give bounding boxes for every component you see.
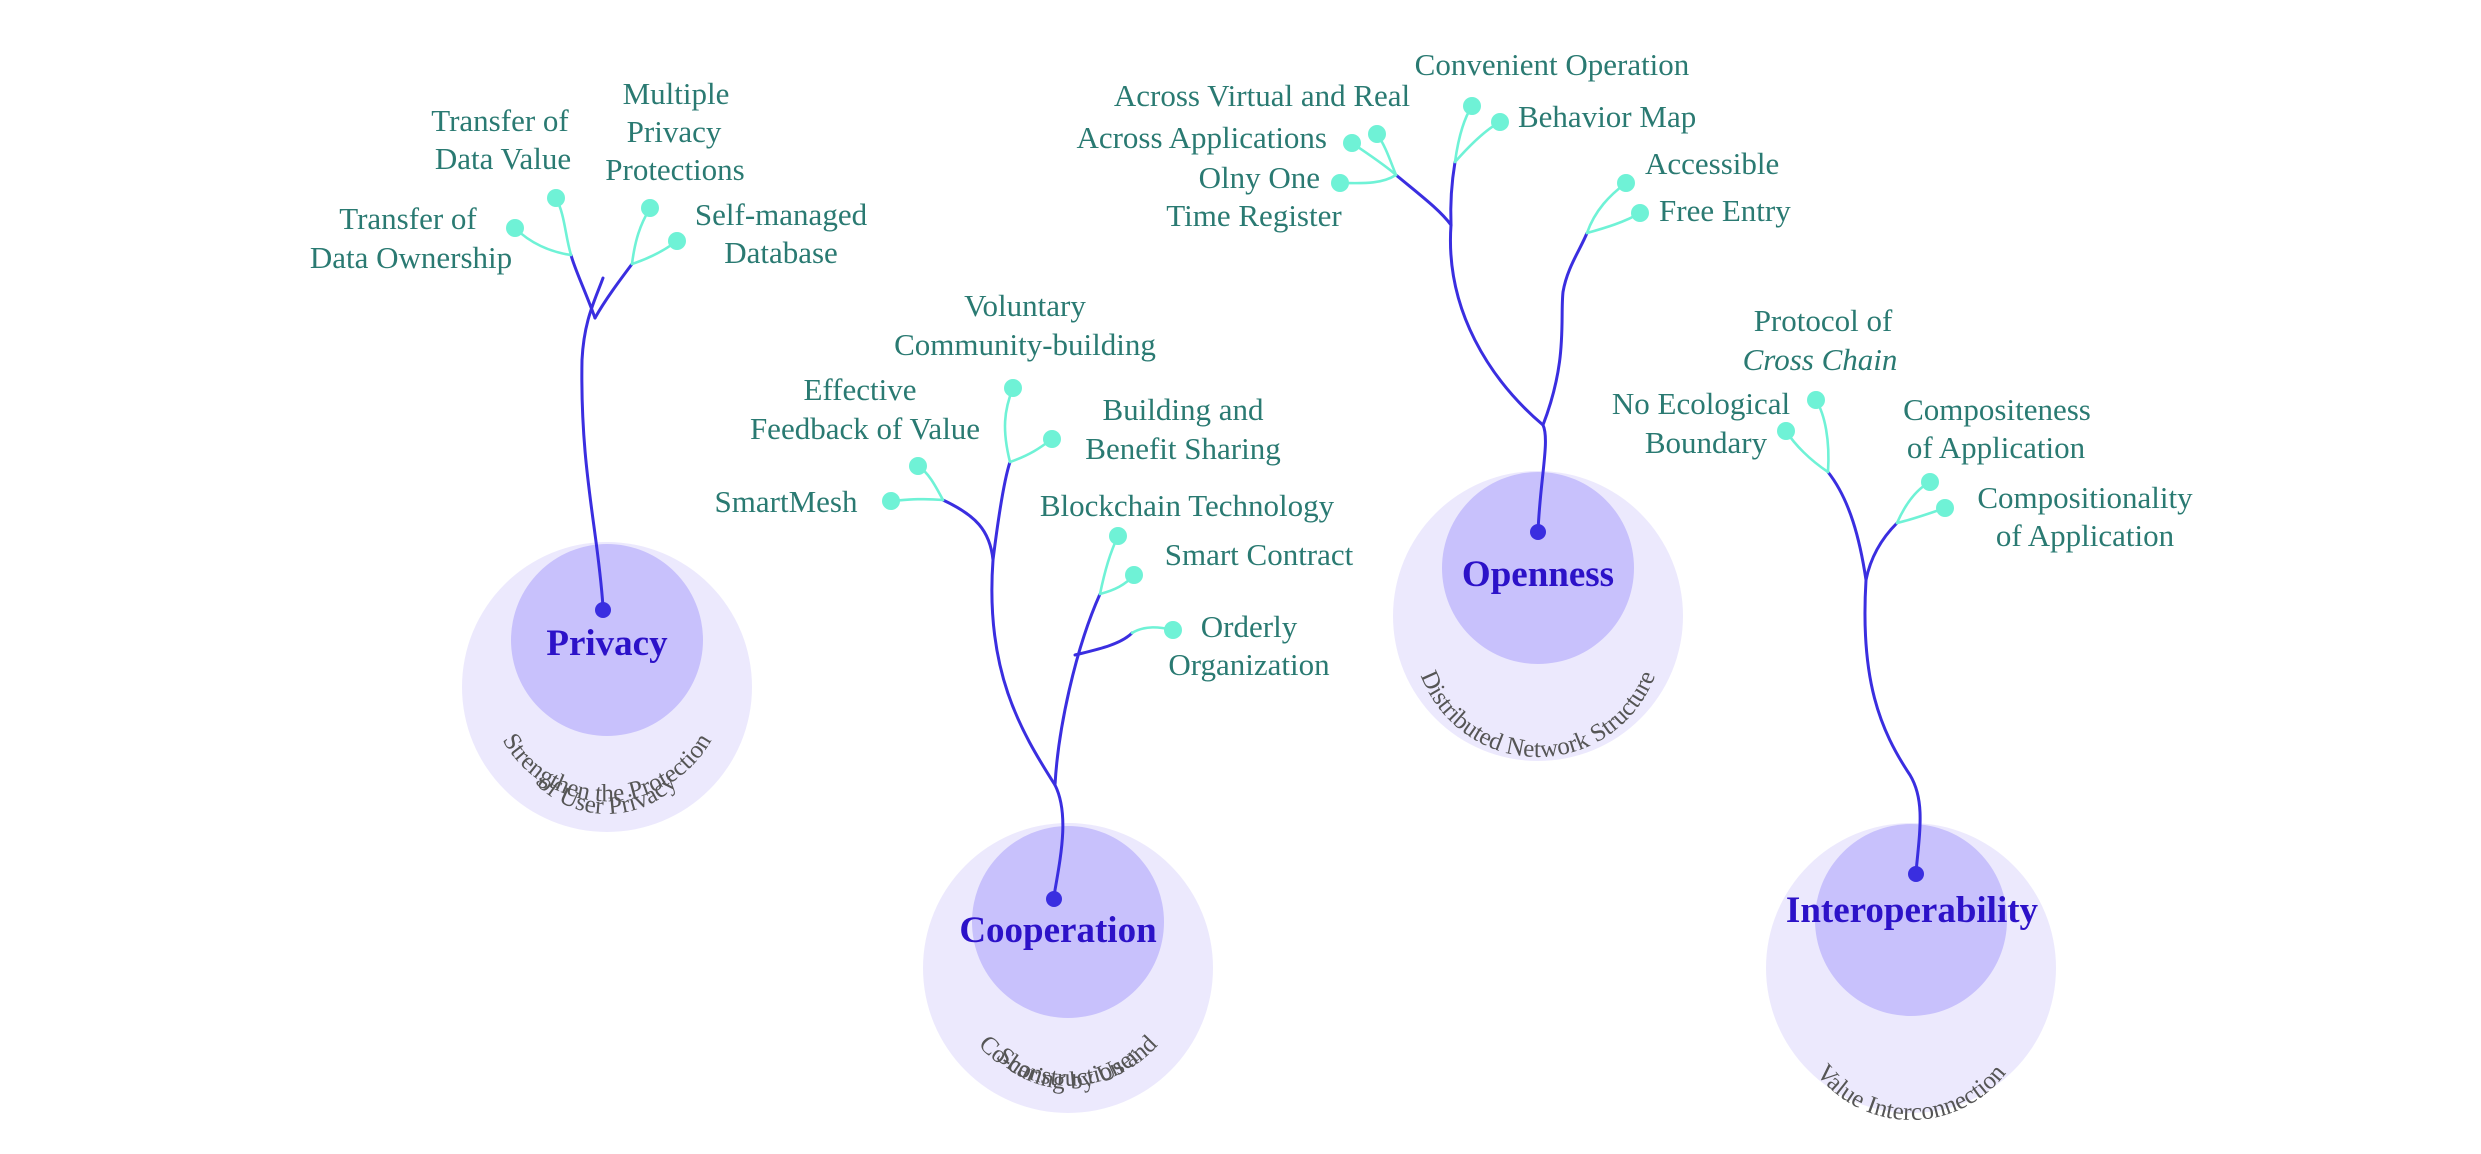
leaf-label: Behavior Map (1518, 99, 1696, 134)
leaf-label: Accessible (1645, 146, 1779, 181)
leaf-label: Across Applications (1076, 120, 1327, 155)
leaf-label: Community-building (894, 327, 1156, 362)
leaf-label: Time Register (1166, 198, 1342, 233)
leaf-label: Self-managed (695, 197, 868, 232)
leaf-label: Boundary (1645, 425, 1768, 460)
leaf-node (668, 232, 686, 250)
leaf-label: Effective (803, 372, 916, 407)
leaf-node (1463, 97, 1481, 115)
leaf-label: Database (724, 235, 838, 270)
cooperation-twig (1003, 386, 1015, 464)
openness-trunk (1448, 223, 1547, 534)
leaf-label: SmartMesh (715, 484, 858, 519)
leaf-label: Protocol of (1754, 303, 1893, 338)
interoperability-trunk (1863, 578, 1922, 874)
interoperability-branch-right (1864, 521, 1899, 582)
leaf-node (1343, 134, 1361, 152)
leaf-label: Compositionality (1977, 480, 2193, 515)
leaf-node (506, 219, 524, 237)
interoperability-branch-left (1826, 470, 1868, 582)
leaf-label: Transfer of (431, 103, 569, 138)
leaf-node (1617, 174, 1635, 192)
leaf-label: Privacy (627, 114, 722, 149)
leaf-label: Building and (1102, 392, 1264, 427)
cooperation-branch-left (941, 498, 995, 562)
leaf-node (1777, 422, 1795, 440)
leaf-label: Across Virtual and Real (1114, 78, 1410, 113)
cooperation-trunk (990, 558, 1065, 898)
cooperation-inner-circle (972, 826, 1164, 1018)
leaf-node (1331, 174, 1349, 192)
cooperation-branch-right (1053, 592, 1102, 787)
leaf-node (1004, 379, 1022, 397)
leaf-label: Convenient Operation (1415, 47, 1690, 82)
leaf-label: Compositeness (1903, 392, 2091, 427)
openness-branch-mid (1449, 160, 1457, 227)
leaf-label: Cross Chain (1743, 342, 1898, 377)
interoperability-inner-circle (1815, 824, 2007, 1016)
leaf-node (1807, 391, 1825, 409)
leaf-node (1368, 125, 1386, 143)
privacy-branch-right (593, 262, 634, 320)
privacy-twig (513, 226, 573, 257)
cooperation-root-node (1046, 891, 1062, 907)
leaf-node (909, 457, 927, 475)
topic-privacy: Privacy Strengthen the Protection of Use… (310, 76, 868, 832)
leaf-label: Protections (605, 152, 745, 187)
topic-title: Openness (1462, 554, 1614, 595)
leaf-node (1491, 113, 1509, 131)
leaf-node (1936, 499, 1954, 517)
leaf-node (641, 199, 659, 217)
openness-inner-circle (1442, 472, 1634, 664)
leaf-node (1631, 204, 1649, 222)
leaf-label: Benefit Sharing (1085, 431, 1280, 466)
leaf-node (1164, 621, 1182, 639)
openness-twig (1585, 181, 1628, 235)
topic-cooperation: Cooperation Co-construction and Sharing … (715, 288, 1354, 1113)
leaf-label: Smart Contract (1165, 537, 1354, 572)
leaf-label: Feedback of Value (750, 411, 980, 446)
topic-openness: Openness Distributed Network Structure A… (1076, 47, 1791, 763)
privacy-trunk (580, 276, 605, 609)
leaf-node (882, 492, 900, 510)
leaf-label: of Application (1907, 430, 2086, 465)
topic-title: Privacy (546, 623, 668, 664)
leaf-label: Blockchain Technology (1040, 488, 1335, 523)
leaf-node (1109, 527, 1127, 545)
interoperability-root-node (1908, 866, 1924, 882)
privacy-root-node (595, 602, 611, 618)
openness-branch-right (1541, 231, 1589, 427)
leaf-label: Data Value (435, 141, 571, 176)
leaf-node (1125, 566, 1143, 584)
leaf-node (1043, 430, 1061, 448)
privacy-branch-left (569, 253, 597, 320)
leaf-label: Multiple (623, 76, 730, 111)
leaf-label: Data Ownership (310, 240, 512, 275)
leaf-label: Voluntary (964, 288, 1086, 323)
leaf-label: Olny One (1199, 160, 1320, 195)
openness-branch-left (1394, 173, 1453, 227)
leaf-label: Transfer of (339, 201, 477, 236)
privacy-inner-circle (511, 544, 703, 736)
leaf-label: of Application (1996, 518, 2175, 553)
openness-root-node (1530, 524, 1546, 540)
leaf-label: Orderly (1201, 609, 1298, 644)
leaf-node (547, 189, 565, 207)
topic-title: Interoperability (1786, 890, 2039, 931)
leaf-label: No Ecological (1612, 386, 1790, 421)
leaf-label: Free Entry (1659, 193, 1791, 228)
topic-title: Cooperation (959, 910, 1157, 951)
interoperability-twig (1814, 398, 1830, 474)
cooperation-branch-mid (991, 460, 1012, 562)
leaf-label: Organization (1168, 647, 1330, 682)
cooperation-twig (1098, 534, 1120, 596)
leaf-node (1921, 473, 1939, 491)
cooperation-branch-orderly (1073, 631, 1134, 657)
topic-interoperability: Interoperability Value Interconnection P… (1612, 303, 2193, 1126)
